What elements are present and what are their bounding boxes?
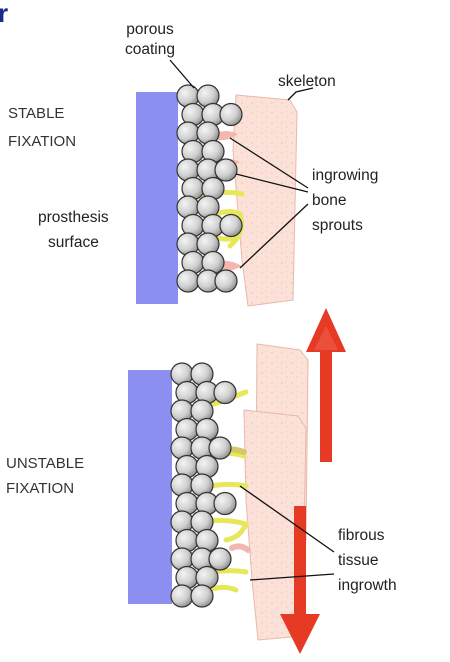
unstable-prosthesis [128,370,172,604]
porous-bead [213,380,237,405]
labels: porous coating skeleton STABLE FIXATION … [6,21,397,594]
label-porous: porous [126,21,174,38]
porous-bead [208,436,232,460]
unstable-porous-beads [170,362,237,608]
label-coating: coating [125,41,175,58]
unstable-bone-lower [243,409,307,641]
label-ingrowth: ingrowth [338,577,397,594]
porous-bead [219,213,243,238]
label-skeleton: skeleton [278,73,336,90]
stable-panel [136,84,298,307]
leader-lines [169,59,335,581]
porous-bead [170,584,194,608]
label-sprouts: sprouts [312,217,363,234]
porous-bead [190,584,214,608]
unstable-sprout-remnant [229,543,251,553]
label-stable-fixation: FIXATION [8,133,76,150]
porous-bead [214,269,238,293]
label-tissue: tissue [338,552,379,569]
porous-bead [219,102,243,127]
label-unstable: UNSTABLE [6,455,84,472]
label-fibrous: fibrous [338,527,385,544]
label-bone: bone [312,192,346,209]
label-surface: surface [48,234,99,251]
corner-glyph: r [0,0,8,28]
label-ingrowing: ingrowing [312,167,378,184]
label-prosthesis: prosthesis [38,209,109,226]
porous-bead [213,491,237,516]
porous-bead [176,269,200,293]
unstable-panel [128,343,309,641]
porous-bead [208,547,232,571]
up-arrow [306,308,346,462]
porous-bead [214,158,238,182]
stable-prosthesis [136,92,178,304]
stable-bone [232,94,298,307]
label-stable: STABLE [8,105,64,122]
label-unstable-fixation: FIXATION [6,480,74,497]
stable-porous-beads [176,84,243,293]
down-arrow [280,506,320,654]
